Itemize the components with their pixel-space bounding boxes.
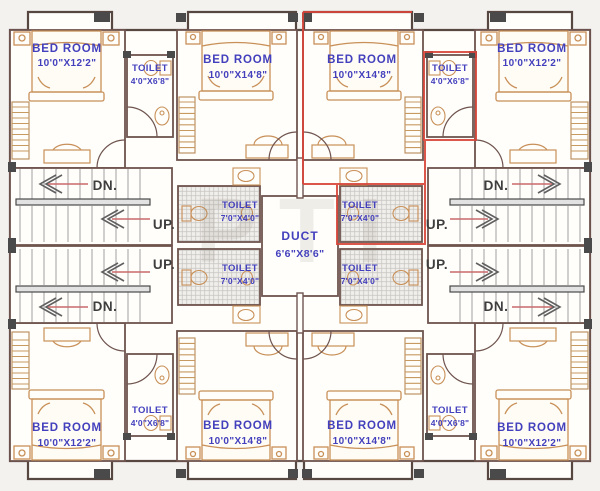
wardrobe <box>11 101 30 160</box>
toilet-dims: 7'0"X4'0" <box>341 276 379 286</box>
stair-direction-label: DN. <box>93 299 118 314</box>
stair-direction-label: UP. <box>153 257 175 272</box>
basin-counter <box>232 167 261 186</box>
core-toilet-room <box>177 185 261 243</box>
stair-direction-label: DN. <box>484 178 509 193</box>
toilet-dims: 7'0"X4'0" <box>341 213 379 223</box>
bed <box>185 30 287 101</box>
stair-direction-label: UP. <box>153 217 175 232</box>
bedroom-door-arc <box>268 131 298 161</box>
duct-dims: 6'6"X8'6" <box>276 248 325 260</box>
bedroom-door-arc <box>96 139 126 169</box>
toilet-fixtures <box>143 59 172 126</box>
bedroom-dims: 10'0"X14'8" <box>333 436 392 447</box>
toilet-label: TOILET <box>342 263 378 274</box>
toilet-label: TOILET <box>222 200 258 211</box>
toilet-door-arc <box>126 106 158 138</box>
bedroom-label: BED ROOM <box>32 43 102 55</box>
stair-direction-label: DN. <box>93 178 118 193</box>
bedroom-dims: 10'0"X12'2" <box>38 438 97 449</box>
toilet-label: TOILET <box>432 405 468 416</box>
toilet-dims: 4'0"X6'8" <box>431 76 469 86</box>
toilet-dims: 4'0"X6'8" <box>431 418 469 428</box>
stair-direction-label: UP. <box>426 217 448 232</box>
toilet-dims: 7'0"X4'0" <box>221 213 259 223</box>
unit-quadrant <box>8 12 298 248</box>
bedroom-dims: 10'0"X14'8" <box>333 70 392 81</box>
duct-label: DUCT <box>281 229 318 243</box>
stair-direction-label: DN. <box>484 299 509 314</box>
bed <box>13 30 120 102</box>
toilet-label: TOILET <box>132 405 168 416</box>
bedroom-dims: 10'0"X14'8" <box>209 70 268 81</box>
bedroom-label: BED ROOM <box>203 54 273 66</box>
toilet-label: TOILET <box>132 63 168 74</box>
toilet-label: TOILET <box>432 63 468 74</box>
bedroom-dims: 10'0"X12'2" <box>503 58 562 69</box>
watermark: PTI <box>195 180 404 282</box>
bedroom-label: BED ROOM <box>203 420 273 432</box>
bedroom-label: BED ROOM <box>327 420 397 432</box>
stair-arrow-second <box>100 209 150 229</box>
stair-landing <box>15 198 151 206</box>
stair-direction-label: UP. <box>426 257 448 272</box>
toilet-label: TOILET <box>342 200 378 211</box>
toilet-dims: 4'0"X6'8" <box>131 418 169 428</box>
bedroom-label: BED ROOM <box>32 422 102 434</box>
bedroom-dims: 10'0"X12'2" <box>38 58 97 69</box>
stair-block <box>9 167 173 246</box>
toilet-label: TOILET <box>222 263 258 274</box>
toilet-dims: 4'0"X6'8" <box>131 76 169 86</box>
bedroom-label: BED ROOM <box>327 54 397 66</box>
wardrobe <box>178 96 196 154</box>
bedroom-label: BED ROOM <box>497 422 567 434</box>
bedroom-dims: 10'0"X14'8" <box>209 436 268 447</box>
toilet-fixtures <box>181 205 254 222</box>
corridor-wall <box>296 292 304 334</box>
toilet-dims: 7'0"X4'0" <box>221 276 259 286</box>
bedroom-label: BED ROOM <box>497 43 567 55</box>
dresser <box>43 143 91 164</box>
highlighted-unit-outline <box>302 11 477 245</box>
dresser <box>245 135 289 159</box>
bedroom-dims: 10'0"X12'2" <box>503 438 562 449</box>
stair-arrow-first <box>38 174 88 194</box>
